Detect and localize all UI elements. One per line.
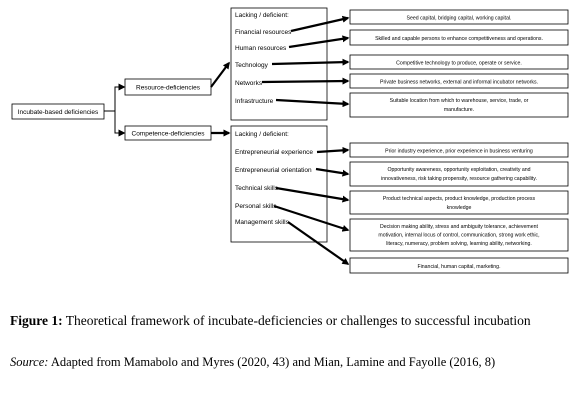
resource-outcome-3: Competitive technology to produce, opera…: [349, 54, 569, 70]
resource-item-financial: Financial resources: [235, 29, 292, 36]
root-node: Incubate-based deficiencies: [11, 103, 105, 120]
competence-outcome-4: Decision making ability, stress and ambi…: [349, 218, 569, 252]
svg-text:Suitable location from which t: Suitable location from which to warehous…: [390, 98, 529, 104]
svg-text:Financial, human capital, mark: Financial, human capital, marketing.: [417, 264, 500, 270]
resource-outcome-arrows: [261, 15, 350, 108]
competence-list-box: Lacking / deficient: Entrepreneurial exp…: [230, 125, 328, 243]
svg-text:Prior industry experience, pri: Prior industry experience, prior experie…: [385, 149, 533, 155]
competence-outcome-5: Financial, human capital, marketing.: [349, 257, 569, 274]
svg-text:motivation, internal locus of: motivation, internal locus of control, c…: [378, 233, 539, 239]
resource-outcome-4: Private business networks, external and …: [349, 73, 569, 89]
framework-diagram: Incubate-based deficiencies Resource-def…: [11, 7, 569, 274]
competence-item-technical: Technical skills: [235, 185, 279, 192]
svg-text:innovativeness, risk taking pr: innovativeness, risk taking propensity, …: [381, 176, 537, 182]
svg-text:Private business networks, ext: Private business networks, external and …: [380, 80, 538, 86]
figure-caption: Figure 1: Theoretical framework of incub…: [10, 313, 570, 328]
svg-text:Seed capital, bridging capital: Seed capital, bridging capital, working …: [407, 16, 512, 22]
source-label: Source:: [10, 355, 49, 369]
svg-text:literacy, numeracy, problem so: literacy, numeracy, problem solving, lea…: [386, 241, 532, 247]
competence-item-personal: Personal skills: [235, 203, 277, 210]
figure-title: Theoretical framework of incubate-defici…: [65, 313, 531, 328]
resource-item-technology: Technology: [235, 62, 269, 69]
resource-outcome-1: Seed capital, bridging capital, working …: [349, 9, 569, 25]
resource-arrow: [210, 61, 230, 88]
svg-text:Competitive technology to prod: Competitive technology to produce, opera…: [396, 61, 522, 67]
svg-text:Decision making ability, stres: Decision making ability, stress and ambi…: [380, 224, 538, 230]
resource-outcome-2: Skilled and capable persons to enhance c…: [349, 29, 569, 46]
resource-deficiencies-label: Resource-deficiencies: [136, 85, 201, 92]
competence-outcome-3: Product technical aspects, product knowl…: [349, 190, 569, 215]
competence-deficiencies-node: Competence-deficiencies: [124, 125, 212, 141]
resource-outcome-5: Suitable location from which to warehous…: [349, 92, 569, 118]
svg-text:Skilled and capable persons to: Skilled and capable persons to enhance c…: [375, 36, 543, 42]
resource-item-networks: Networks: [235, 80, 263, 87]
competence-outcome-2: Opportunity awareness, opportunity explo…: [349, 161, 569, 187]
resource-item-infrastructure: Infrastructure: [235, 98, 274, 105]
figure-label: Figure 1:: [10, 313, 63, 328]
resource-item-human: Human resources: [235, 45, 287, 52]
svg-text:manufacture.: manufacture.: [444, 107, 474, 113]
competence-outcome-1: Prior industry experience, prior experie…: [349, 142, 569, 158]
source-note: Source: Adapted from Mamabolo and Myres …: [10, 355, 570, 370]
competence-item-experience: Entrepreneurial experience: [235, 149, 313, 156]
competence-item-management: Management skills: [235, 219, 290, 226]
source-text: Adapted from Mamabolo and Myres (2020, 4…: [50, 355, 496, 369]
svg-text:Opportunity awareness, opportu: Opportunity awareness, opportunity explo…: [387, 167, 530, 173]
svg-text:knowledge: knowledge: [447, 205, 472, 211]
resource-heading: Lacking / deficient:: [235, 12, 289, 19]
root-label: Incubate-based deficiencies: [18, 109, 99, 116]
competence-deficiencies-label: Competence-deficiencies: [132, 130, 206, 137]
root-connectors: [104, 83, 126, 137]
competence-heading: Lacking / deficient:: [235, 131, 289, 138]
competence-outcome-arrows: [273, 146, 350, 265]
competence-item-orientation: Entrepreneurial orientation: [235, 167, 312, 174]
resource-deficiencies-node: Resource-deficiencies: [124, 78, 212, 96]
svg-text:Product technical aspects, pro: Product technical aspects, product knowl…: [383, 196, 536, 202]
